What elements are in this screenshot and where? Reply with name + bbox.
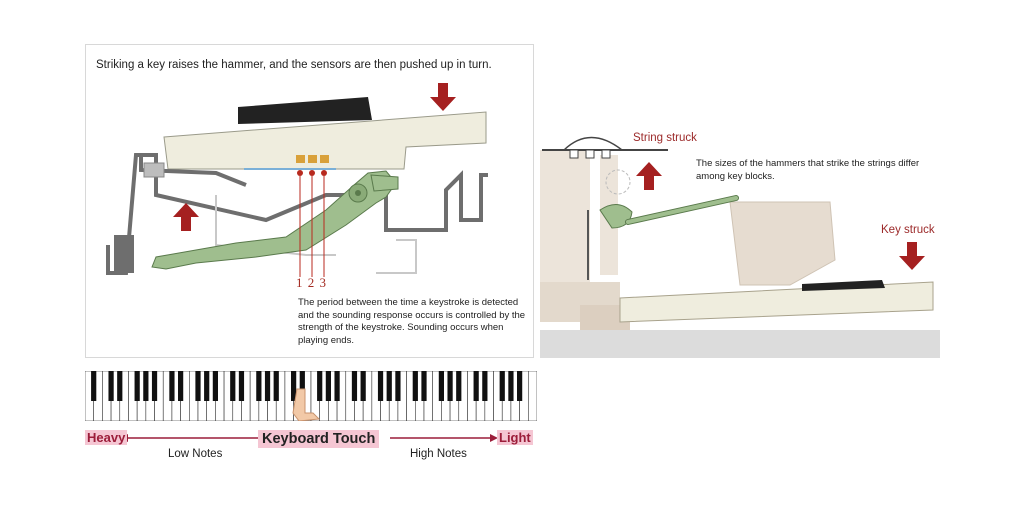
black-key — [299, 371, 305, 401]
hammer-head — [599, 204, 633, 229]
hammer-caption-text: The sizes of the hammers that strike the… — [696, 158, 920, 182]
black-key — [438, 371, 444, 401]
string-struck-arrow — [636, 162, 662, 190]
black-key — [291, 371, 297, 401]
key-struck-label: Key struck — [881, 224, 935, 236]
black-key — [230, 371, 236, 401]
black-key-top — [238, 97, 372, 124]
black-key — [325, 371, 331, 401]
light-label: Light — [497, 430, 533, 445]
sensor-3 — [320, 155, 329, 163]
black-key — [117, 371, 123, 401]
black-key — [256, 371, 262, 401]
black-key — [108, 371, 114, 401]
black-key — [238, 371, 245, 401]
black-key — [351, 371, 358, 401]
caption-period: The period between the time a keystroke … — [298, 297, 526, 346]
key-lever — [619, 281, 934, 323]
hammer-string-diagram — [540, 136, 940, 358]
action-diagram-panel: Striking a key raises the hammer, and th… — [85, 44, 534, 358]
keyboard-touch-label: Keyboard Touch — [258, 430, 380, 448]
black-key — [517, 371, 523, 401]
key-struck-arrow — [899, 242, 925, 270]
black-key — [212, 371, 218, 401]
black-keys — [91, 371, 523, 401]
black-key — [151, 371, 158, 401]
action-mechanism-drawing — [106, 83, 488, 277]
black-key — [178, 371, 184, 401]
black-key — [421, 371, 427, 401]
piano-keyboard — [85, 371, 537, 421]
black-key — [395, 371, 401, 401]
black-key — [412, 371, 418, 401]
black-key — [499, 371, 505, 401]
black-key — [134, 371, 140, 401]
black-key — [317, 371, 323, 401]
sensor-numbers: 1 2 3 — [296, 275, 327, 290]
black-key — [482, 371, 488, 401]
black-key — [264, 371, 271, 401]
black-key — [91, 371, 97, 401]
raise-up-arrow — [173, 203, 199, 231]
sensor-1 — [296, 155, 305, 163]
string-struck-label: String struck — [633, 132, 697, 144]
black-key — [508, 371, 514, 401]
heavy-label: Heavy — [85, 430, 128, 445]
damper-dome — [562, 136, 625, 151]
black-key — [169, 371, 175, 401]
black-key — [195, 371, 201, 401]
black-key — [377, 371, 384, 401]
black-key — [204, 371, 210, 401]
hammer-caption: The sizes of the hammers that strike the… — [696, 158, 921, 183]
sensor-2 — [308, 155, 317, 163]
high-notes-label: High Notes — [410, 448, 467, 460]
black-key — [360, 371, 366, 401]
black-key — [334, 371, 340, 401]
black-key — [473, 371, 479, 401]
low-notes-label: Low Notes — [168, 448, 223, 460]
black-key — [386, 371, 392, 401]
white-key — [528, 371, 537, 421]
hand-pointer-icon — [292, 388, 321, 421]
black-key — [143, 371, 149, 401]
caption-top: Striking a key raises the hammer, and th… — [96, 59, 492, 71]
black-key — [456, 371, 462, 401]
black-key — [273, 371, 279, 401]
press-down-arrow — [430, 83, 456, 111]
black-key — [447, 371, 453, 401]
